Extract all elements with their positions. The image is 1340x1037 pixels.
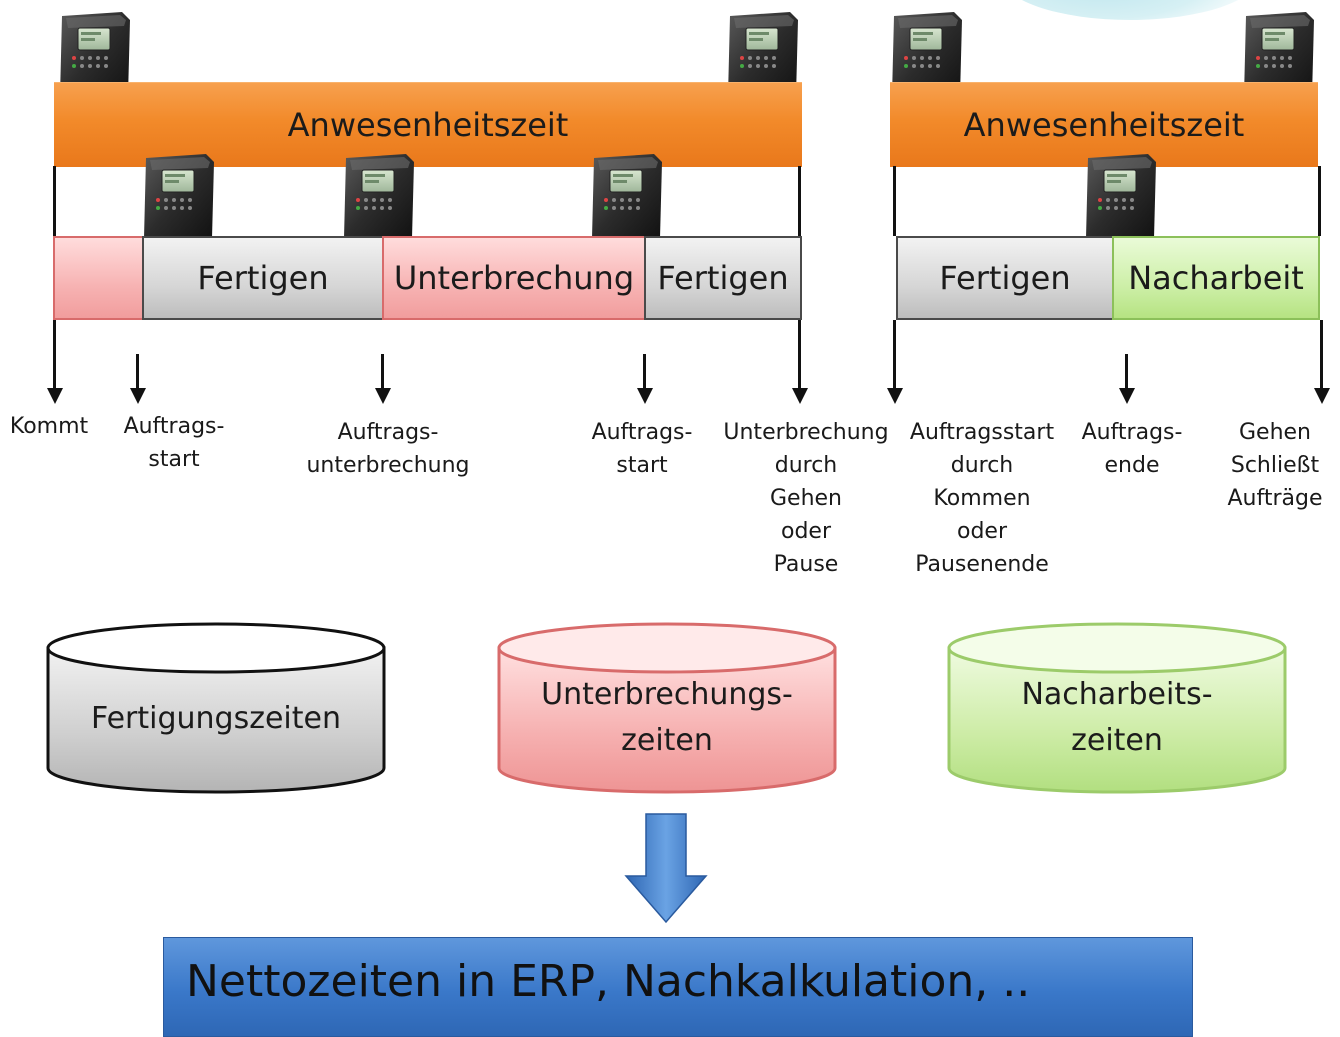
event-label-auftragsunterbrechung: Auftrags- unterbrechung [306,420,470,478]
down-arrow-icon [1119,388,1135,404]
presence-time-label: Anwesenheitszeit [963,106,1245,144]
down-arrow-shaft [643,354,646,390]
database-label-nacharbeit: Nacharbeits- zeiten [1021,677,1213,758]
result-text: Nettozeiten in ERP, Nachkalkulation, .. [186,956,1031,1007]
timeline-edge [1318,166,1321,236]
down-arrow-shaft [1320,320,1323,390]
database-label-unterbrechung: Unterbrechungs- zeiten [541,677,793,758]
time-terminal-icon [340,154,418,238]
down-arrow-icon [375,388,391,404]
database-icon [46,622,386,794]
event-label-auftragsstart: Auftrags- start [591,420,693,478]
timeline-edge [893,166,896,236]
event-label-kommt: Kommt [9,414,89,439]
presence-time-label: Anwesenheitszeit [287,106,569,144]
event-label-auftragsstart-kommen: Auftragsstart durch Kommen oder Pausenen… [909,420,1055,577]
presence-time-bar-left: Anwesenheitszeit [54,82,802,167]
result-banner: Nettozeiten in ERP, Nachkalkulation, .. [163,937,1193,1037]
down-arrow-icon [47,388,63,404]
down-arrow-shaft [381,354,384,390]
timeline-edge [798,166,801,236]
segment-production: Fertigen [142,236,384,320]
segment-interruption: Unterbrechung [382,236,646,320]
time-terminal-icon [1082,154,1160,238]
segment-production: Fertigen [896,236,1114,320]
timeline-edge [53,166,56,236]
down-arrow-icon [130,388,146,404]
down-arrow-icon [624,813,708,924]
database-icon [497,622,837,794]
down-arrow-shaft [798,320,801,390]
down-arrow-icon [637,388,653,404]
event-label-auftragsende: Auftrags- ende [1081,420,1183,478]
segment-production: Fertigen [644,236,802,320]
time-terminal-icon [588,154,666,238]
database-label-fertigung: Fertigungszeiten [90,701,342,736]
decorative-background-shape [1000,0,1260,20]
database-icon [947,622,1287,794]
segment-before-order [53,236,144,320]
time-terminal-icon [140,154,218,238]
down-arrow-shaft [136,354,139,390]
down-arrow-icon [887,388,903,404]
down-arrow-shaft [893,320,896,390]
event-label-unterbrechung-gehen: Unterbrechung durch Gehen oder Pause [723,420,889,577]
event-label-auftragsstart: Auftrags- start [123,414,225,472]
down-arrow-icon [792,388,808,404]
down-arrow-icon [1314,388,1330,404]
segment-rework: Nacharbeit [1112,236,1320,320]
event-label-gehen: Gehen Schließt Aufträge [1227,420,1323,511]
down-arrow-shaft [53,320,56,390]
presence-time-bar-right: Anwesenheitszeit [890,82,1318,167]
down-arrow-shaft [1125,354,1128,390]
